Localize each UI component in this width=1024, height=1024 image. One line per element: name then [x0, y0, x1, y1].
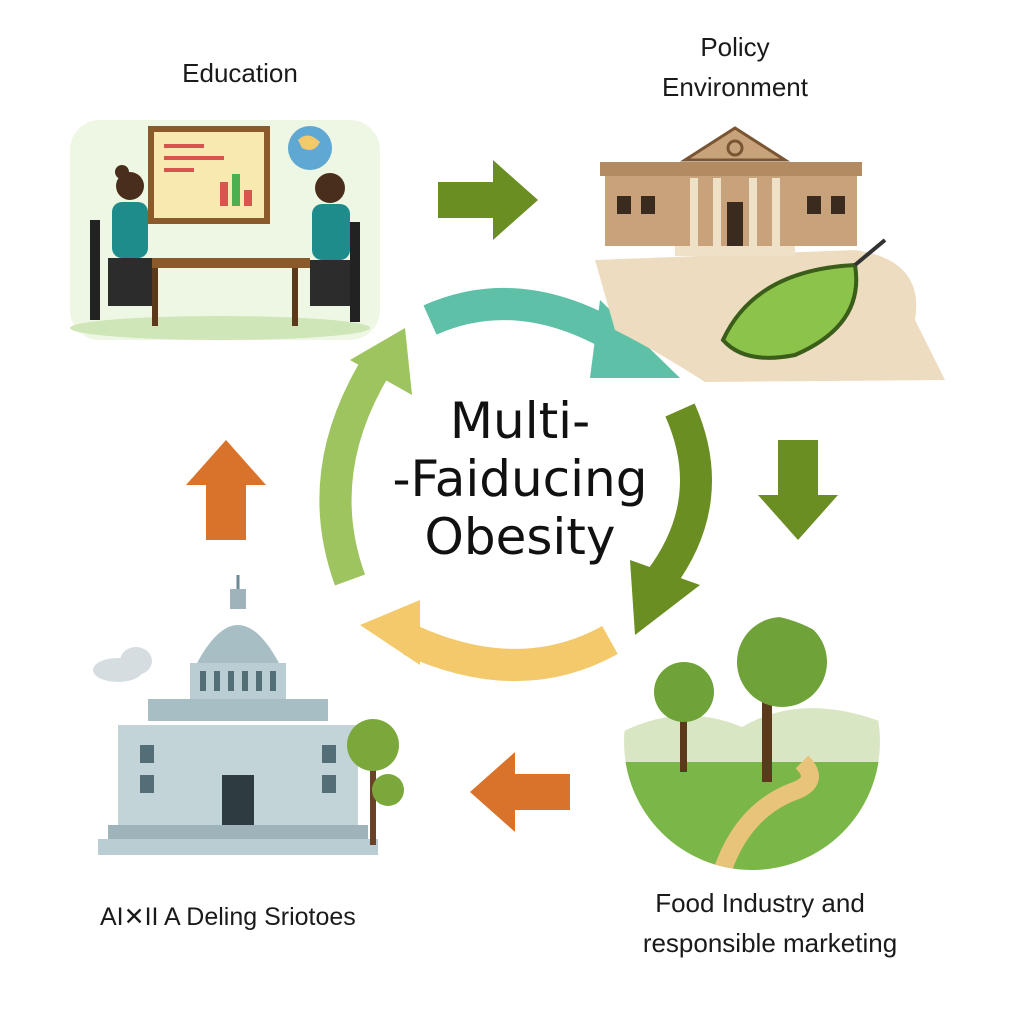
center-title-line3: Obesity: [424, 508, 616, 566]
bottom-left-label: AI✕II A Deling Sriotoes: [100, 903, 356, 931]
green-arrowhead: [630, 560, 700, 635]
lightgreen-arc-arrow: [319, 351, 394, 586]
policy-label-line1: Policy: [700, 32, 770, 62]
policy-label-line2: Environment: [662, 72, 808, 102]
right-arrow-top: [438, 160, 538, 240]
capitol-building-icon: [93, 575, 404, 855]
leaf-icon: [720, 262, 859, 360]
food-industry-label-line1: Food Industry and: [655, 888, 865, 918]
yellow-arc-arrow: [403, 625, 618, 681]
lightgreen-arrowhead: [350, 328, 412, 395]
center-title-line1: Multi-: [449, 392, 591, 450]
education-label: Education: [182, 58, 298, 88]
education-scene-icon: [70, 120, 380, 340]
cloud-icon: [93, 647, 152, 682]
center-title: Multi- -Faiducing Obesity: [380, 392, 660, 566]
left-arrow-bottom: [470, 752, 570, 832]
center-title-line2: -Faiducing: [392, 450, 648, 508]
park-scene-icon: [624, 614, 880, 870]
teal-arc-arrow: [423, 288, 629, 354]
yellow-arrowhead: [360, 600, 420, 665]
policy-building-icon: [595, 126, 945, 382]
food-industry-label-line2: responsible marketing: [642, 928, 898, 958]
down-arrow-right: [758, 440, 838, 540]
green-arc-arrow: [647, 403, 712, 590]
up-arrow-left: [186, 440, 266, 540]
